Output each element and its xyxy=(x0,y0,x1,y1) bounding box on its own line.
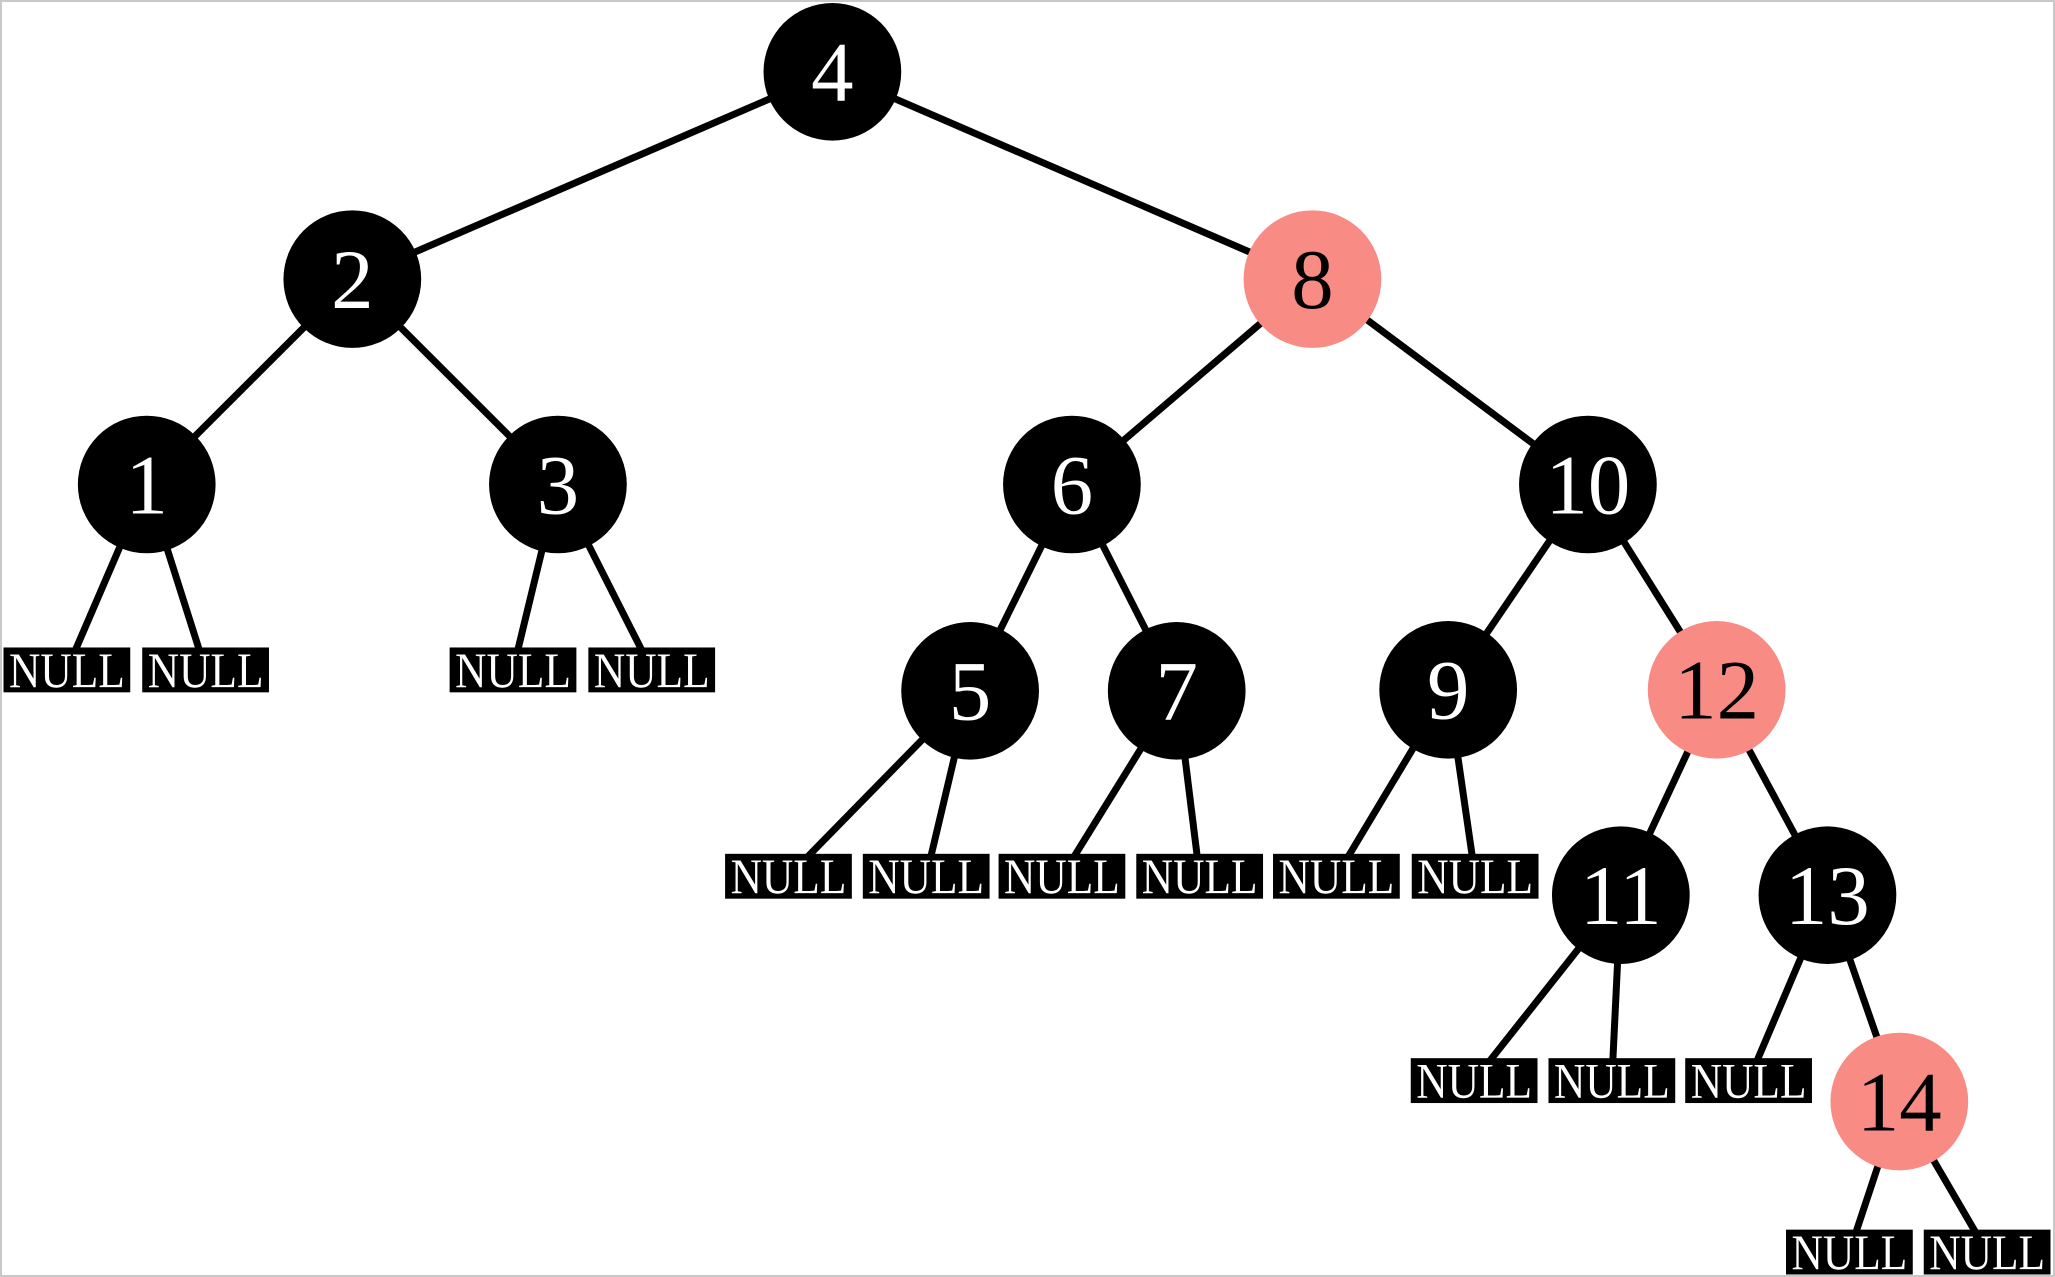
null-leaf-label: NULL xyxy=(1279,849,1395,904)
black-node-circle xyxy=(77,415,216,554)
tree-node-7: 7 xyxy=(1107,622,1246,760)
null-leaf-label: NULL xyxy=(455,643,571,698)
null-leaf-box xyxy=(3,647,131,693)
null-leaf-box xyxy=(1410,1058,1538,1104)
null-leaf-nB2: NULL xyxy=(862,849,990,904)
null-leaf-nA2: NULL xyxy=(142,643,269,698)
black-node-circle xyxy=(283,210,422,348)
null-leaf-nD1: NULL xyxy=(1786,1225,1913,1275)
node-value-label: 7 xyxy=(1156,645,1198,739)
tree-node-2: 2 xyxy=(283,210,422,348)
null-leaf-nD2: NULL xyxy=(1923,1225,2051,1275)
node-value-label: 11 xyxy=(1580,849,1662,943)
null-leaf-box xyxy=(1548,1058,1676,1104)
node-value-label: 3 xyxy=(537,438,579,532)
null-leaf-label: NULL xyxy=(1004,849,1120,904)
null-leaf-label: NULL xyxy=(9,643,125,698)
red-node-circle xyxy=(1830,1032,1969,1171)
node-value-label: 14 xyxy=(1857,1055,1942,1149)
null-leaf-box xyxy=(449,647,577,693)
black-node-circle xyxy=(1107,622,1246,760)
tree-node-10: 10 xyxy=(1519,415,1657,554)
null-leaf-nC1: NULL xyxy=(1410,1054,1538,1109)
null-leaf-nA1: NULL xyxy=(3,643,131,698)
black-node-circle xyxy=(1379,621,1518,759)
tree-edge-4-2 xyxy=(350,68,834,283)
null-leaf-label: NULL xyxy=(1554,1054,1670,1109)
null-leaf-label: NULL xyxy=(1691,1054,1807,1109)
null-leaf-nA3: NULL xyxy=(449,643,577,698)
null-leaf-box xyxy=(142,647,269,693)
tree-edge-4-8 xyxy=(830,68,1314,283)
node-value-label: 10 xyxy=(1545,438,1630,532)
null-leaf-nC2: NULL xyxy=(1548,1054,1676,1109)
null-leaf-box xyxy=(1136,853,1264,899)
tree-node-4: 4 xyxy=(763,2,902,141)
null-leaf-label: NULL xyxy=(1929,1225,2045,1275)
black-node-circle xyxy=(901,622,1039,760)
null-leaf-box xyxy=(1923,1229,2051,1275)
black-node-circle xyxy=(1551,826,1690,964)
node-value-label: 12 xyxy=(1674,644,1759,738)
null-leaf-nB1: NULL xyxy=(725,849,852,904)
tree-node-11: 11 xyxy=(1551,826,1690,964)
tree-node-12: 12 xyxy=(1647,621,1786,759)
node-value-label: 5 xyxy=(949,645,991,739)
null-leaf-box xyxy=(1685,1058,1812,1104)
tree-node-9: 9 xyxy=(1379,621,1518,759)
black-node-circle xyxy=(489,415,627,554)
null-leaf-nC3: NULL xyxy=(1685,1054,1812,1109)
null-leaf-label: NULL xyxy=(731,849,847,904)
null-leaf-label: NULL xyxy=(1416,1054,1532,1109)
null-leaf-label: NULL xyxy=(148,643,264,698)
null-leaf-nB4: NULL xyxy=(1136,849,1264,904)
node-value-label: 2 xyxy=(331,233,373,327)
null-leaf-box xyxy=(862,853,990,899)
node-value-label: 8 xyxy=(1291,233,1333,327)
null-leaf-box xyxy=(1411,853,1539,899)
tree-node-8: 8 xyxy=(1243,210,1382,348)
null-leaf-label: NULL xyxy=(594,643,710,698)
black-node-circle xyxy=(1003,415,1141,554)
node-value-label: 4 xyxy=(811,26,853,120)
null-leaf-box xyxy=(588,647,716,693)
tree-node-1: 1 xyxy=(77,415,216,554)
node-value-label: 1 xyxy=(126,438,168,532)
node-value-label: 6 xyxy=(1051,438,1093,532)
node-value-label: 9 xyxy=(1427,644,1469,738)
tree-node-6: 6 xyxy=(1003,415,1141,554)
null-leaf-box xyxy=(1273,853,1400,899)
black-node-circle xyxy=(1519,415,1657,554)
black-node-circle xyxy=(1758,826,1897,964)
node-value-label: 13 xyxy=(1785,849,1870,943)
tree-node-13: 13 xyxy=(1758,826,1897,964)
null-leaf-nA4: NULL xyxy=(588,643,716,698)
null-leaf-nB3: NULL xyxy=(998,849,1126,904)
tree-node-5: 5 xyxy=(901,622,1039,760)
null-leaf-label: NULL xyxy=(1142,849,1258,904)
null-leaf-box xyxy=(1786,1229,1913,1275)
null-leaf-box xyxy=(725,853,852,899)
null-leaf-label: NULL xyxy=(868,849,984,904)
null-leaf-label: NULL xyxy=(1417,849,1533,904)
black-node-circle xyxy=(763,2,902,141)
tree-node-14: 14 xyxy=(1830,1032,1969,1171)
null-leaf-nB6: NULL xyxy=(1411,849,1539,904)
tree-node-3: 3 xyxy=(489,415,627,554)
red-node-circle xyxy=(1647,621,1786,759)
null-leaf-box xyxy=(998,853,1126,899)
null-leaf-label: NULL xyxy=(1792,1225,1908,1275)
null-leaf-nB5: NULL xyxy=(1273,849,1400,904)
red-node-circle xyxy=(1243,210,1382,348)
